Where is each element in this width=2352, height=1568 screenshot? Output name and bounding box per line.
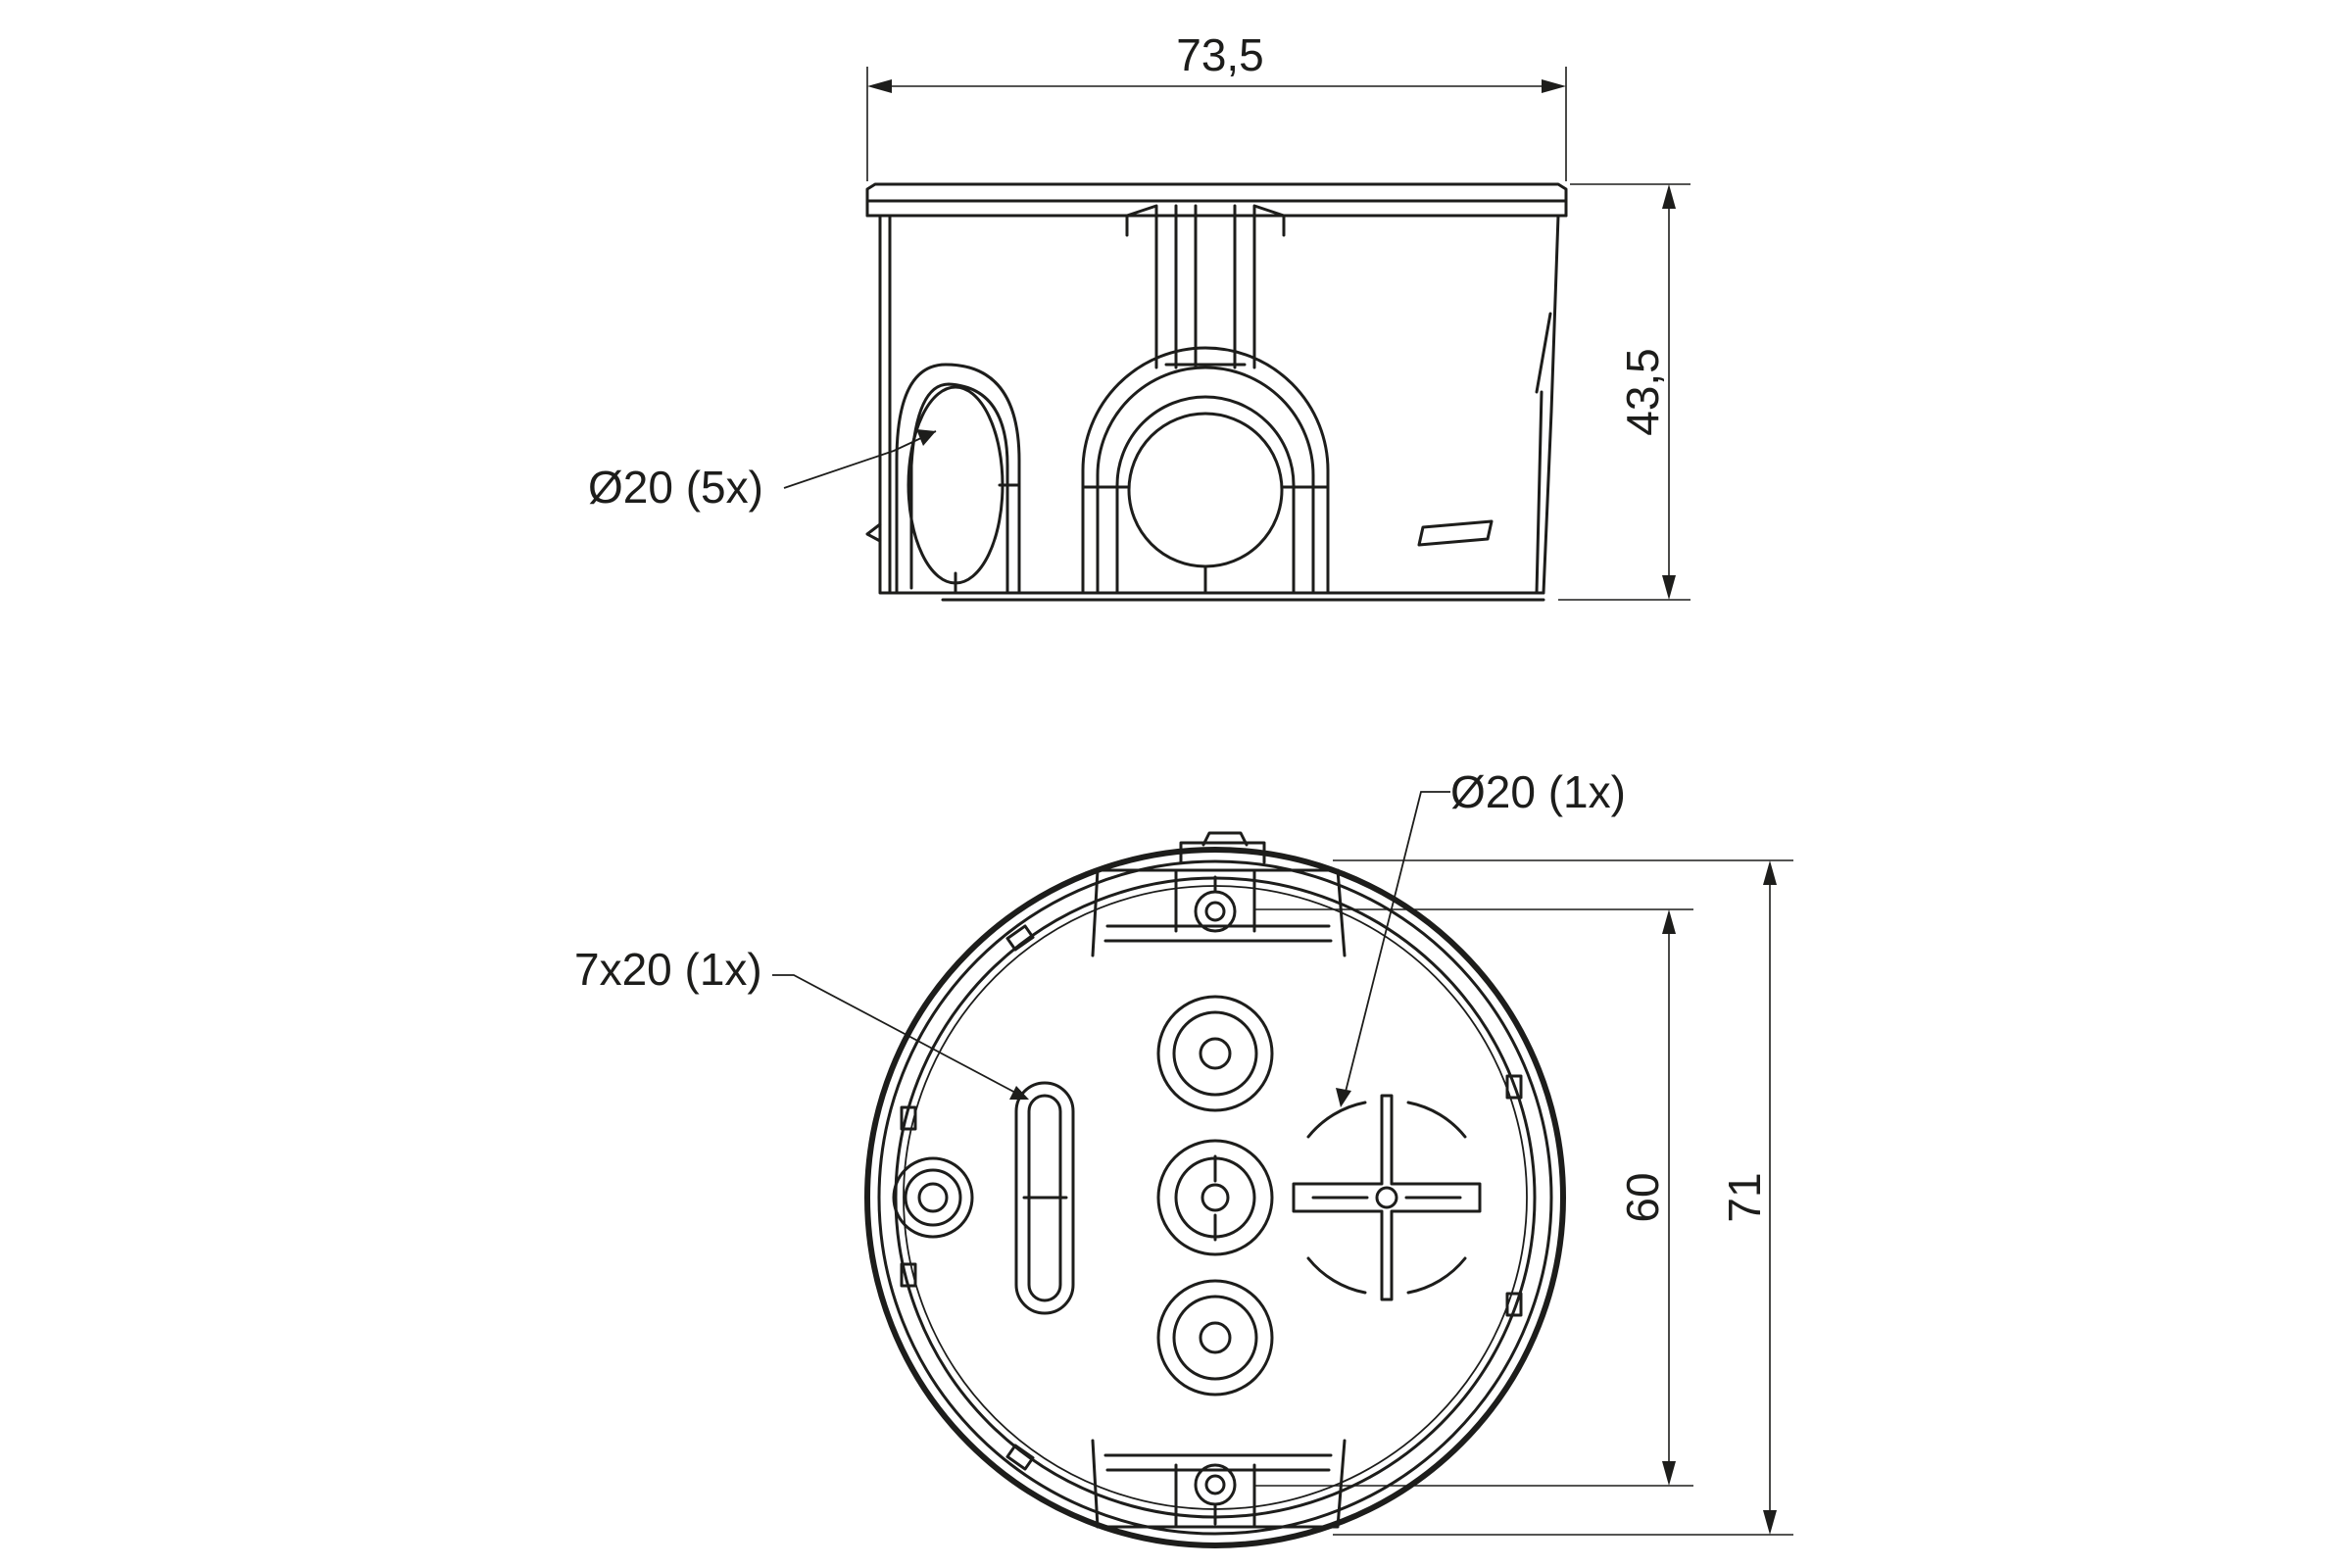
side-slot [1417, 519, 1494, 547]
round-knockout-center [1156, 1139, 1274, 1256]
slot-knockout [1014, 1081, 1075, 1315]
slot-callout-label: 7x20 (1x) [574, 944, 762, 995]
cross-knockout [1292, 1094, 1482, 1301]
width-dimension: 73,5 [866, 29, 1567, 181]
round-knockout-bottom [1156, 1279, 1274, 1396]
slot-callout: 7x20 (1x) [574, 944, 1029, 1100]
round-knockouts [1156, 995, 1274, 1396]
inner-dimension-label: 60 [1617, 1172, 1668, 1222]
inner-dimension: 60 [1254, 908, 1693, 1487]
side-hole-callout: Ø20 (5x) [588, 429, 937, 513]
box-body [865, 214, 1560, 602]
center-knockout [1081, 346, 1330, 595]
cross-hole-callout-label: Ø20 (1x) [1450, 766, 1626, 817]
cross-hole-callout: Ø20 (1x) [1336, 766, 1626, 1107]
outer-dimension: 71 [1333, 859, 1793, 1536]
round-knockout-top [1156, 995, 1274, 1112]
side-view: Ø20 (5x) 73,5 43,5 [588, 29, 1690, 602]
height-dimension: 43,5 [1558, 183, 1690, 601]
left-knockout [895, 363, 1021, 595]
top-mounting-lug [1091, 868, 1347, 957]
top-notch [1179, 831, 1266, 864]
center-rib [1125, 204, 1286, 369]
left-screw-boss [892, 1156, 974, 1239]
top-view: Ø20 (1x) 7x20 (1x) 60 71 [574, 766, 1793, 1548]
bottom-mounting-lug [1091, 1439, 1347, 1529]
height-dimension-label: 43,5 [1617, 348, 1668, 436]
side-hole-callout-label: Ø20 (5x) [588, 462, 763, 513]
outer-dimension-label: 71 [1719, 1172, 1770, 1222]
width-dimension-label: 73,5 [1176, 29, 1264, 80]
rim-clips [900, 924, 1523, 1471]
box-rim [865, 182, 1568, 218]
